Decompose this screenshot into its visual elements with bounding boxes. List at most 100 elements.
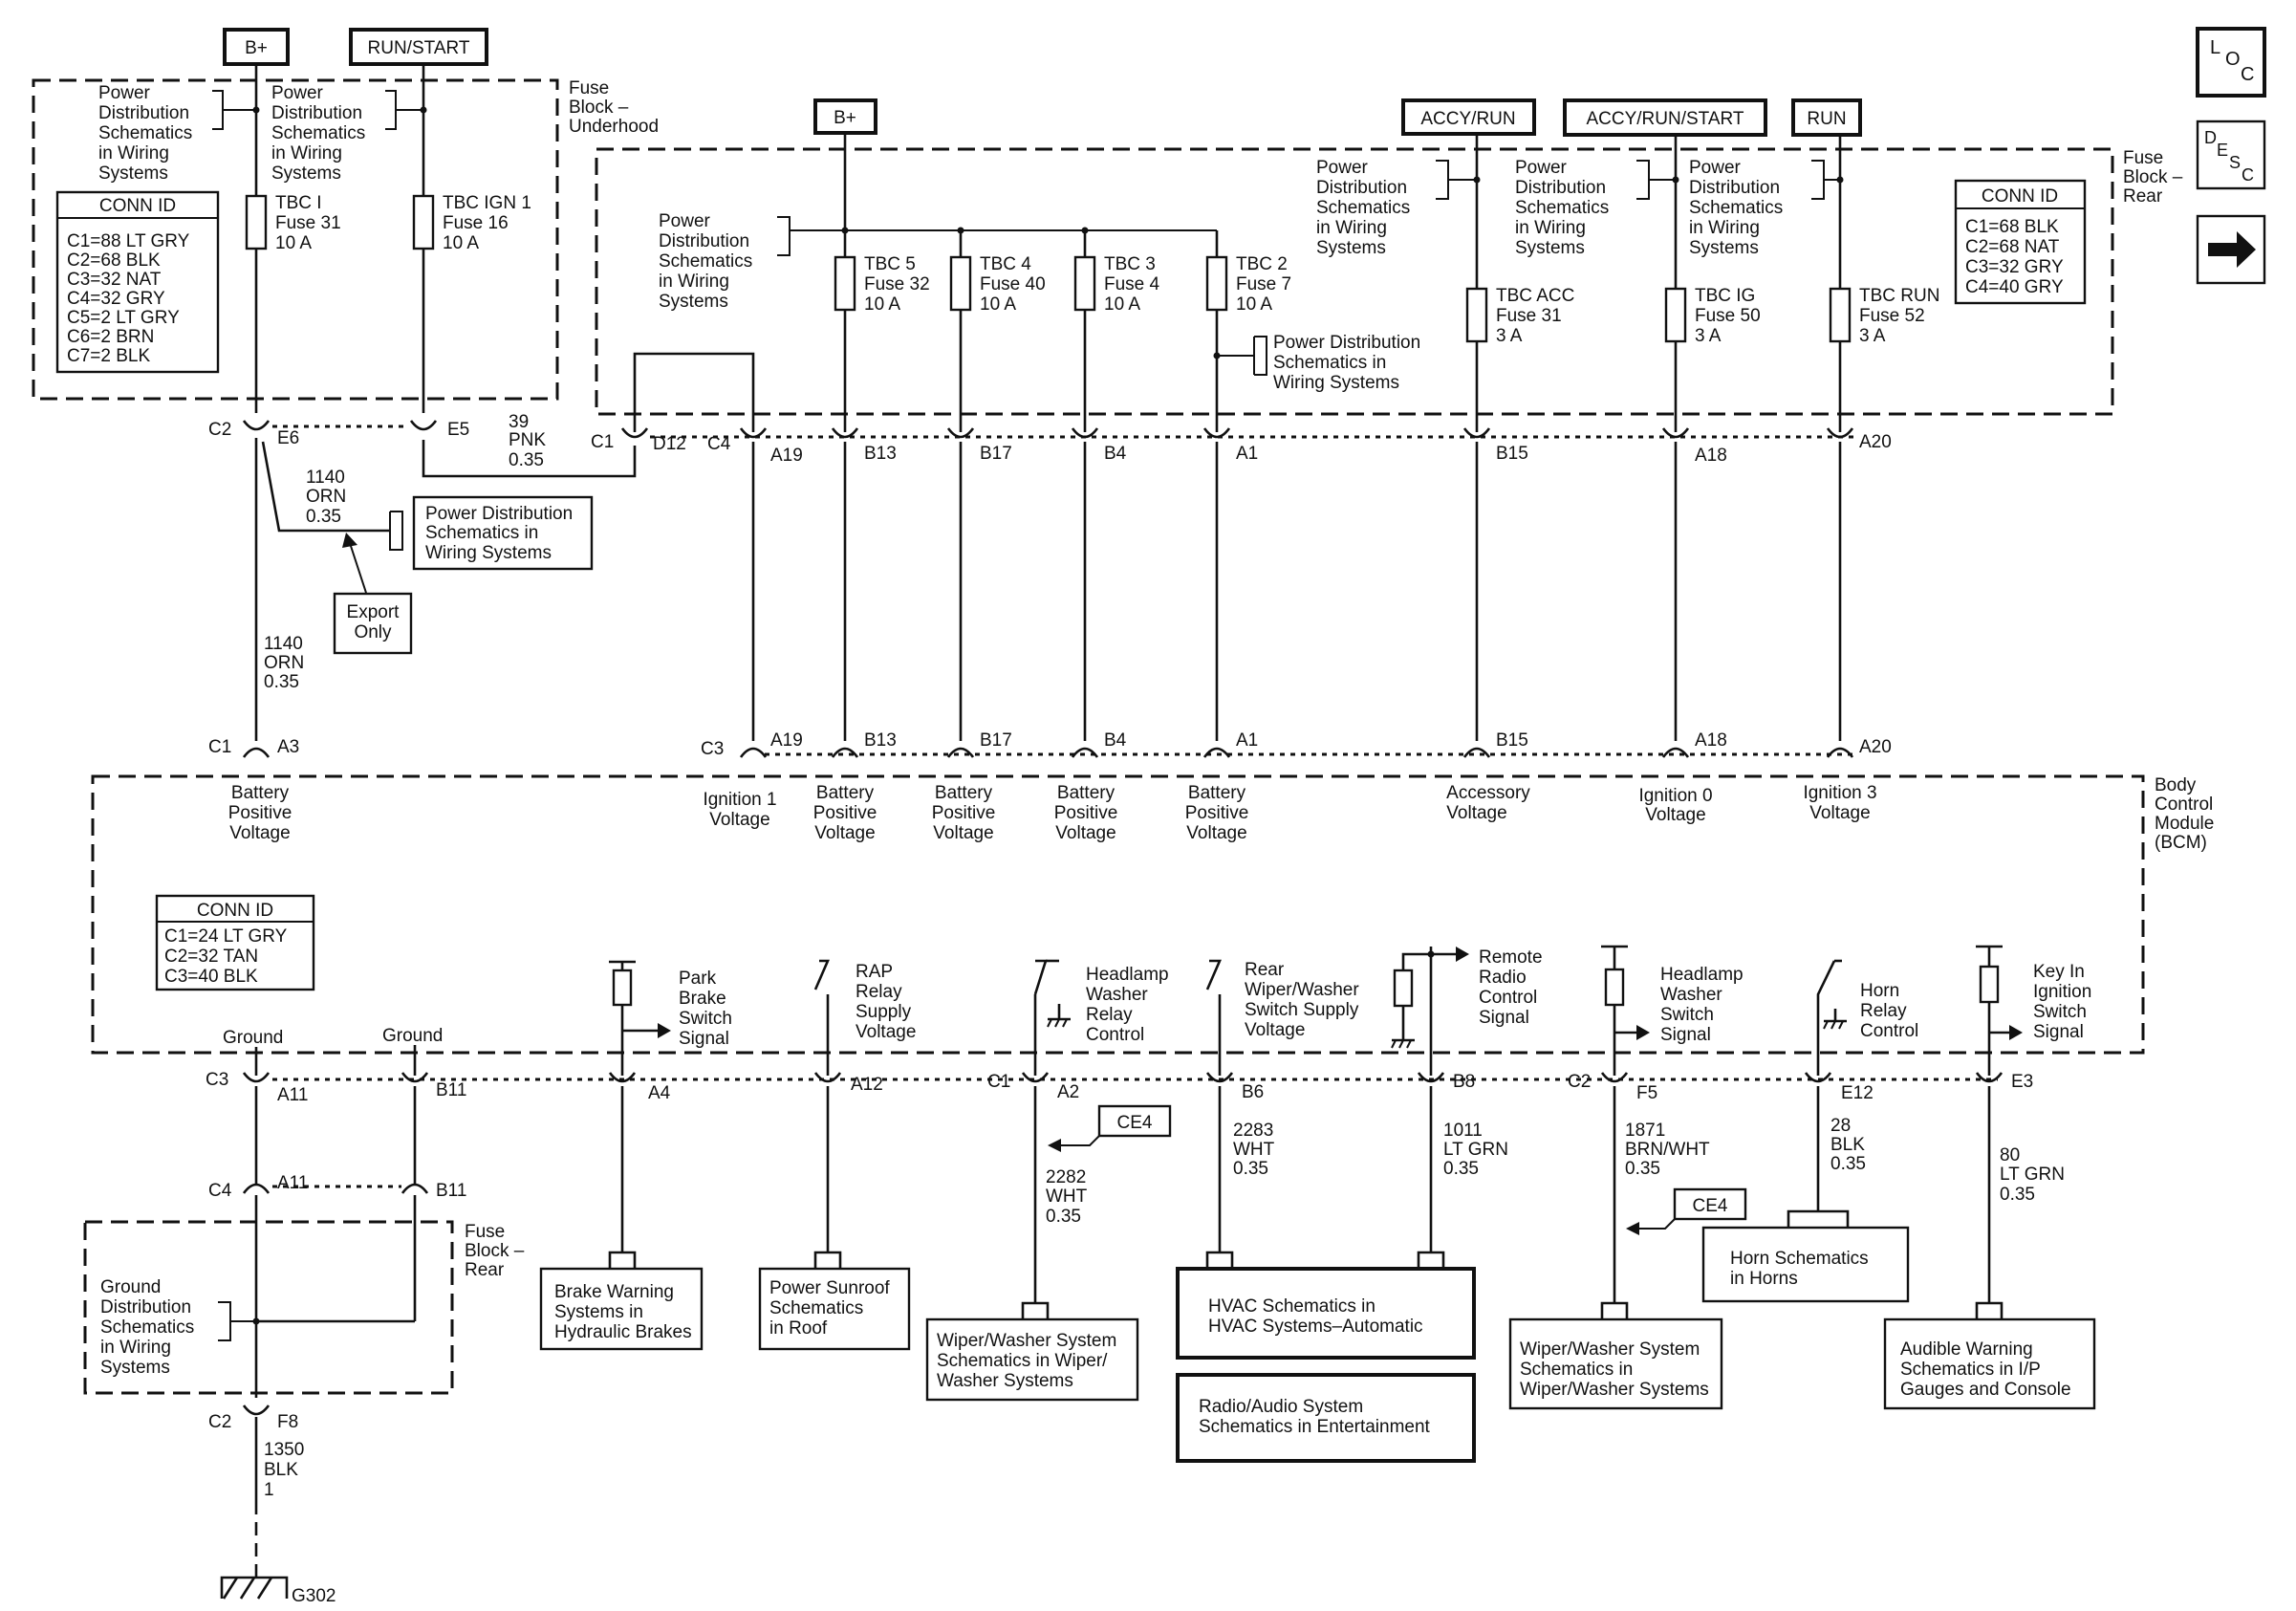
fuse-tbc-ig — [1664, 287, 1687, 343]
svg-text:Systems: Systems — [1515, 238, 1585, 258]
svg-text:Systems: Systems — [1316, 238, 1386, 258]
wire-1350-blk-label: 1350 BLK 1 — [264, 1440, 304, 1500]
pin-a2: A2 — [1057, 1082, 1079, 1102]
pin-b17-bcm: B17 — [980, 730, 1012, 751]
svg-text:Wiring Systems: Wiring Systems — [425, 543, 552, 563]
power-source-run-start: RUN/START — [349, 28, 488, 66]
pin-a11: A11 — [277, 1085, 308, 1105]
loc-button[interactable]: L O C — [2196, 27, 2266, 98]
fuse-block-underhood-outline — [32, 78, 559, 401]
svg-text:LT GRN: LT GRN — [1443, 1140, 1508, 1160]
svg-text:39: 39 — [509, 412, 529, 432]
pin-b4-upper: B4 — [1104, 444, 1127, 464]
ref-wiper-washer-2[interactable]: Wiper/Washer System Schematics in Wiper/… — [1508, 1301, 1723, 1410]
next-arrow-button[interactable] — [2196, 214, 2266, 285]
svg-text:1871: 1871 — [1625, 1121, 1665, 1141]
svg-text:Systems in: Systems in — [554, 1302, 643, 1322]
svg-text:Wiper/Washer System: Wiper/Washer System — [937, 1331, 1116, 1351]
fuse-tbc2-label: TBC 2 Fuse 7 10 A — [1236, 254, 1291, 315]
fuse-tbc-ign1 — [412, 194, 435, 250]
svg-text:Switch: Switch — [679, 1009, 732, 1029]
headlamp-washer-switch-circuit — [1601, 945, 1650, 1076]
svg-text:Power Sunroof: Power Sunroof — [769, 1278, 890, 1298]
svg-text:Block –: Block – — [569, 98, 629, 118]
ground-symbol-icon — [220, 1568, 289, 1600]
svg-text:Rear: Rear — [2123, 186, 2163, 207]
svg-text:CE4: CE4 — [1693, 1196, 1728, 1216]
svg-text:TBC IGN 1: TBC IGN 1 — [443, 193, 531, 213]
svg-text:Control: Control — [1860, 1021, 1918, 1041]
svg-text:0.35: 0.35 — [1443, 1159, 1479, 1179]
svg-text:Wiper/Washer: Wiper/Washer — [1245, 980, 1359, 1000]
svg-text:Voltage: Voltage — [814, 823, 875, 843]
ground-g302-label: G302 — [292, 1586, 336, 1606]
wire-1140-orn-branch-label: 1140 ORN 0.35 — [306, 468, 346, 527]
svg-text:Fuse 32: Fuse 32 — [864, 274, 930, 294]
ref-radio-audio[interactable]: Radio/Audio System Schematics in Enterta… — [1176, 1373, 1476, 1463]
bcm-input-ignition-0: Ignition 0 Voltage — [1638, 786, 1712, 825]
conn-c3-bcm-bottom: C3 — [206, 1070, 228, 1090]
svg-text:ORN: ORN — [306, 487, 346, 507]
bcm-input-ignition-1: Ignition 1 Voltage — [703, 790, 776, 830]
conn-c1-bcm-bottom: C1 — [987, 1072, 1010, 1092]
svg-text:Underhood: Underhood — [569, 117, 659, 137]
ce4-tag-2[interactable]: CE4 — [1626, 1187, 1747, 1235]
desc-letter-e: E — [2217, 141, 2228, 160]
conn-c1-bcm-top: C1 — [208, 737, 231, 757]
ref-horn[interactable]: Horn Schematics in Horns — [1701, 1209, 1910, 1303]
svg-text:ACCY/RUN/START: ACCY/RUN/START — [1586, 109, 1744, 129]
ref-brake-warning[interactable]: Brake Warning Systems in Hydraulic Brake… — [539, 1251, 704, 1351]
pin-a11-lower: A11 — [277, 1173, 308, 1193]
svg-text:TBC 3: TBC 3 — [1104, 254, 1156, 274]
svg-text:Fuse: Fuse — [465, 1222, 505, 1242]
g302-connector — [242, 1404, 271, 1416]
power-dist-ref-tbc2: Power Distribution Schematics in Wiring … — [1273, 333, 1420, 393]
svg-text:Distribution: Distribution — [100, 1297, 191, 1317]
wire-28-blk-label: 28 BLK 0.35 — [1830, 1116, 1866, 1174]
wire-1871-brnwht-label: 1871 BRN/WHT 0.35 — [1625, 1121, 1710, 1179]
svg-text:Schematics: Schematics — [1316, 198, 1410, 218]
svg-text:in Wiring: in Wiring — [100, 1338, 171, 1358]
svg-text:Relay: Relay — [856, 982, 902, 1002]
headlamp-washer-switch-label: Headlamp Washer Switch Signal — [1660, 965, 1744, 1045]
pin-e6: E6 — [277, 428, 299, 448]
svg-text:Audible Warning: Audible Warning — [1900, 1339, 2033, 1360]
svg-text:Gauges and Console: Gauges and Console — [1900, 1380, 2071, 1400]
svg-text:Switch: Switch — [1660, 1005, 1714, 1025]
desc-button[interactable]: D E S C — [2196, 120, 2266, 190]
wire-1140-orn-main-label: 1140 ORN 0.35 — [264, 634, 304, 692]
svg-text:Fuse 4: Fuse 4 — [1104, 274, 1160, 294]
wire-2282-wht-label: 2282 WHT 0.35 — [1046, 1167, 1088, 1227]
svg-text:Voltage: Voltage — [1245, 1020, 1305, 1040]
svg-text:RUN/START: RUN/START — [368, 38, 470, 58]
svg-text:Voltage: Voltage — [1446, 803, 1506, 823]
ref-wiper-washer-1[interactable]: Wiper/Washer System Schematics in Wiper/… — [925, 1301, 1139, 1402]
svg-text:TBC 4: TBC 4 — [980, 254, 1031, 274]
svg-text:3 A: 3 A — [1695, 326, 1722, 346]
svg-text:Schematics: Schematics — [98, 123, 192, 143]
power-dist-ref-acc: Power Distribution Schematics in Wiring … — [1316, 158, 1410, 258]
svg-text:Headlamp: Headlamp — [1086, 965, 1169, 985]
svg-text:Fuse 16: Fuse 16 — [443, 213, 509, 233]
svg-text:Schematics: Schematics — [1689, 198, 1783, 218]
conn-c2-upper: C2 — [208, 420, 231, 440]
ref-audible-warning[interactable]: Audible Warning Schematics in I/P Gauges… — [1883, 1301, 2096, 1410]
park-brake-input-circuit — [609, 960, 671, 1076]
svg-text:Wiper/Washer Systems: Wiper/Washer Systems — [1520, 1380, 1709, 1400]
svg-text:Hydraulic Brakes: Hydraulic Brakes — [554, 1322, 692, 1342]
svg-text:Power: Power — [659, 211, 711, 231]
svg-text:Power: Power — [1515, 158, 1568, 178]
svg-text:Ignition: Ignition — [2033, 982, 2091, 1002]
svg-text:Fuse 40: Fuse 40 — [980, 274, 1046, 294]
ref-hvac[interactable]: HVAC Schematics in HVAC Systems–Automati… — [1176, 1251, 1476, 1360]
ce4-tag-1[interactable]: CE4 — [1048, 1104, 1172, 1152]
pin-f5: F5 — [1636, 1083, 1657, 1103]
loc-letter-c: C — [2241, 64, 2254, 85]
pin-a3: A3 — [277, 737, 299, 757]
headlamp-washer-relay-label: Headlamp Washer Relay Control — [1086, 965, 1169, 1045]
fuse-tbc5-label: TBC 5 Fuse 32 10 A — [864, 254, 930, 315]
fuse-tbc-run — [1829, 287, 1852, 343]
svg-text:C4=40 GRY: C4=40 GRY — [1965, 277, 2064, 297]
svg-text:Schematics in I/P: Schematics in I/P — [1900, 1360, 2041, 1380]
ref-power-sunroof[interactable]: Power Sunroof Schematics in Roof — [758, 1251, 911, 1351]
